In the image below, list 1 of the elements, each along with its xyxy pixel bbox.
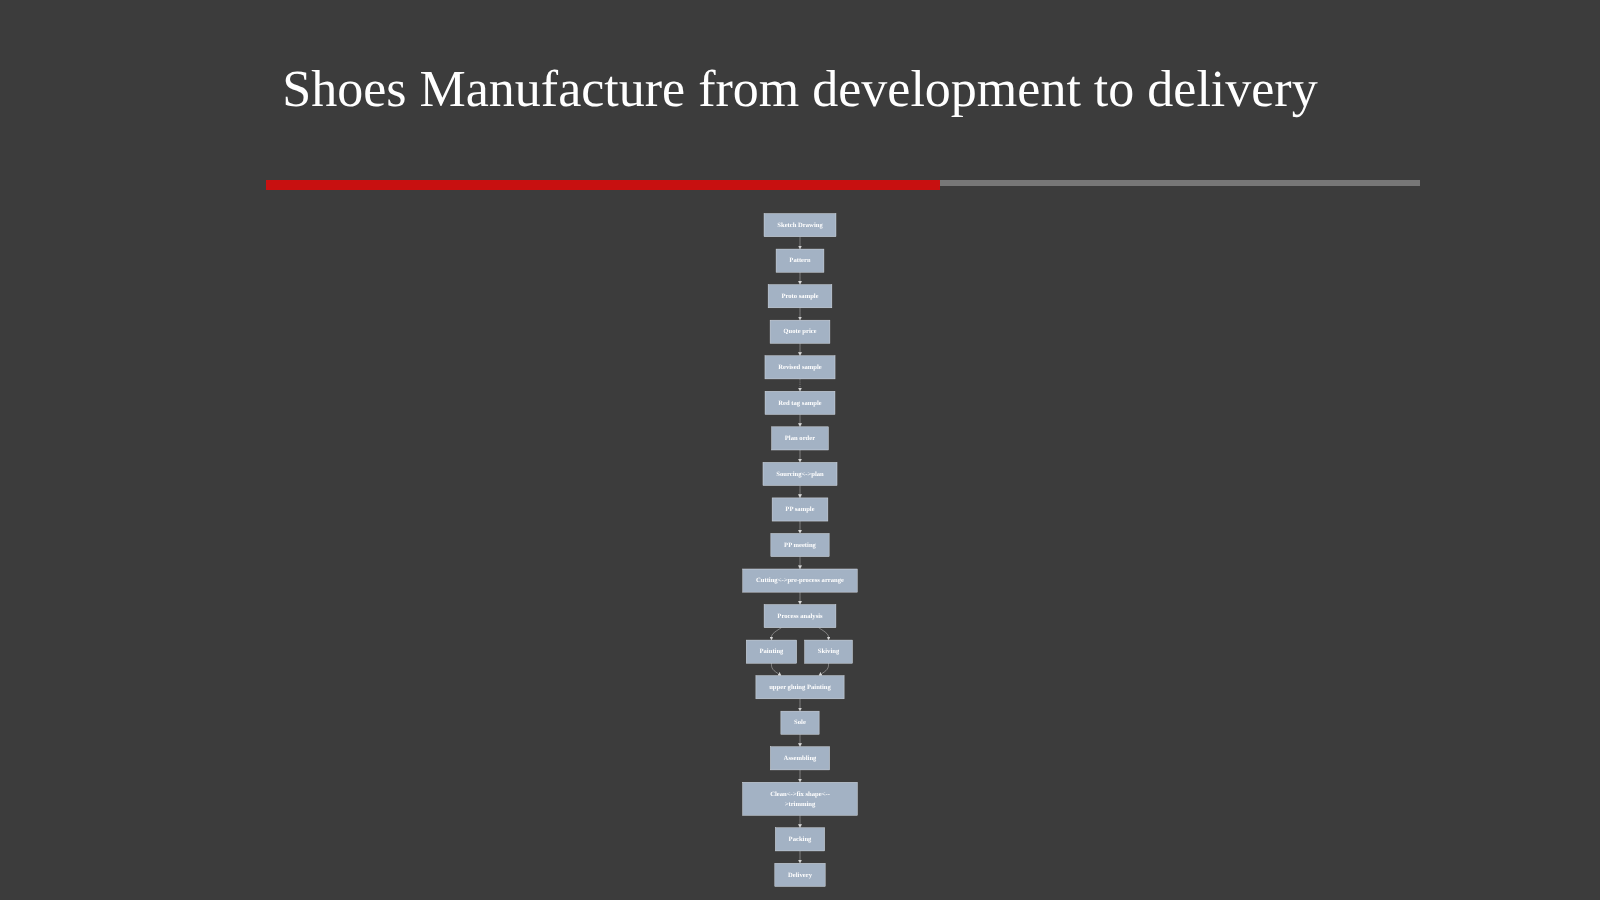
title: Shoes Manufacture from development to delivery bbox=[280, 60, 1320, 120]
